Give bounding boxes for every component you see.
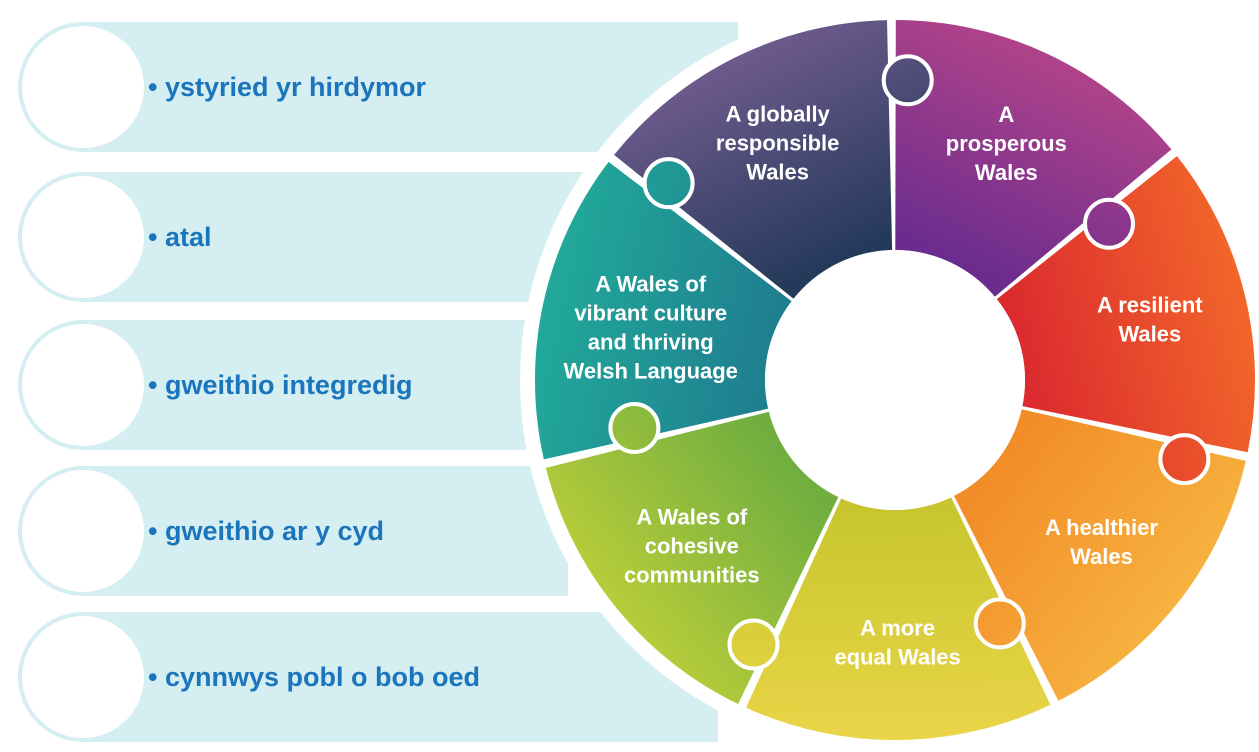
goal-label-line: A globally: [725, 101, 830, 126]
principle-text: • cynnwys pobl o bob oed: [148, 662, 480, 692]
goal-label-line: vibrant culture: [574, 300, 727, 325]
principle-text: • gweithio ar y cyd: [148, 516, 385, 546]
goal-segment-globally-responsible: [614, 20, 893, 299]
goal-label-line: A more: [860, 615, 935, 640]
goal-label-line: and thriving: [588, 329, 714, 354]
puzzle-tabs: [608, 54, 1211, 671]
goal-label-line: communities: [624, 562, 760, 587]
principle-circle: [22, 324, 144, 446]
goal-label-cohesive-communities: A Wales of cohesive communities: [624, 504, 760, 587]
principle-bar: • ystyried yr hirdymor: [18, 22, 738, 152]
goal-label-line: Welsh Language: [564, 358, 738, 383]
principle-circle: [22, 26, 144, 148]
puzzle-tab: [1083, 197, 1136, 250]
principle-bar: • gweithio ar y cyd: [18, 466, 568, 596]
goal-label-line: Wales: [975, 160, 1038, 185]
goal-label-line: equal Wales: [834, 644, 960, 669]
goal-label-line: cohesive: [645, 533, 739, 558]
principle-text: • atal: [148, 222, 212, 252]
puzzle-tab: [608, 401, 661, 454]
puzzle-tab: [973, 597, 1026, 650]
puzzle-tab: [881, 54, 934, 107]
principle-text: • gweithio integredig: [148, 370, 413, 400]
goal-label-line: Wales: [1070, 544, 1133, 569]
principle-bar: • cynnwys pobl o bob oed: [18, 612, 718, 742]
goal-label-more-equal: A more equal Wales: [834, 615, 960, 669]
goal-label-line: A Wales of: [595, 271, 707, 296]
goal-label-line: responsible: [716, 130, 839, 155]
goal-label-line: A: [998, 102, 1014, 127]
goal-label-line: A Wales of: [636, 504, 748, 529]
goal-segment-resilient: [996, 156, 1256, 453]
puzzle-tab: [727, 618, 780, 671]
goal-segments: [535, 20, 1256, 740]
principle-bar: • gweithio integredig: [18, 320, 538, 450]
principle-bar: • atal: [18, 172, 598, 302]
puzzle-tab: [1158, 433, 1211, 486]
principle-circle: [22, 176, 144, 298]
principle-text: • ystyried yr hirdymor: [148, 72, 427, 102]
goal-segment-prosperous: [895, 20, 1172, 297]
wheel-center: [765, 250, 1025, 510]
goal-label-line: A healthier: [1045, 515, 1158, 540]
principle-circle: [22, 470, 144, 592]
goal-label-line: prosperous: [946, 131, 1067, 156]
goal-segment-vibrant-culture: [535, 161, 792, 460]
goal-label-line: A resilient: [1097, 293, 1203, 318]
puzzle-tab: [642, 157, 695, 210]
goal-label-line: Wales: [1118, 322, 1181, 347]
principle-circle: [22, 616, 144, 738]
goal-segment-more-equal: [746, 497, 1051, 740]
goal-label-line: Wales: [746, 159, 809, 184]
